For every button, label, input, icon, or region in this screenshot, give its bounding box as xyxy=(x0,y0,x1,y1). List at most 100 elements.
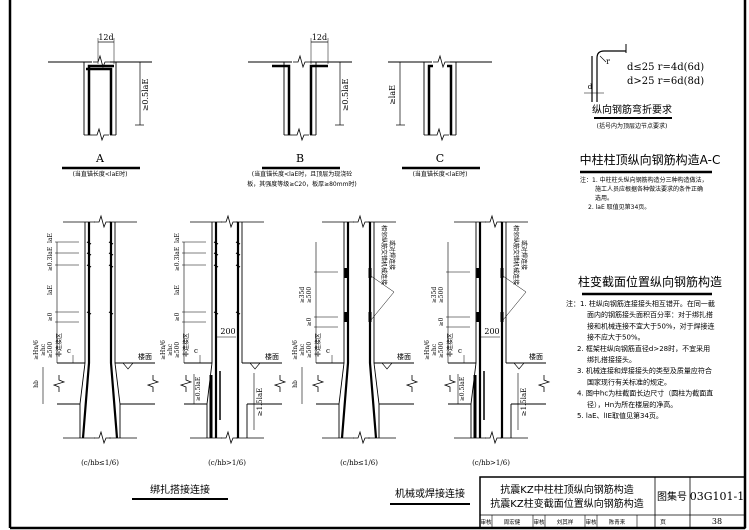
dimension-label: ≥hc xyxy=(431,343,438,356)
section-title-bottom: 柱变截面位置纵向钢筋构造 xyxy=(578,274,722,289)
lap-mark xyxy=(213,264,219,268)
break-line xyxy=(94,430,111,445)
dimension-label: hb xyxy=(292,380,299,388)
break-line xyxy=(221,430,238,445)
break-line xyxy=(293,54,310,69)
floor-label: 楼面 xyxy=(529,352,543,361)
caption: (c/hb≤1/6) xyxy=(81,459,119,467)
lap-mark xyxy=(213,311,219,315)
rebar xyxy=(86,67,113,135)
rebar xyxy=(340,222,350,439)
group-title-lap: 绑扎搭接连接 xyxy=(150,483,210,496)
dimension-label: ≥Hn/6 xyxy=(160,340,167,360)
floor-label: 楼面 xyxy=(138,352,152,361)
lap-mark xyxy=(213,241,219,245)
lap-mark xyxy=(108,311,114,315)
floor-label: 楼面 xyxy=(397,352,411,361)
rebar xyxy=(109,222,119,439)
dimension-label: ≥500 xyxy=(306,287,313,304)
break-line xyxy=(432,127,449,142)
note-line: 绑扎搭接接头。 xyxy=(587,355,636,364)
non-connection-zone-label: 非连接区 xyxy=(182,333,190,357)
note-line: 2. laE 取值见第34页。 xyxy=(588,203,650,211)
dimension-label: ≥0.3laE xyxy=(47,247,54,271)
dimension-label: ≥500 xyxy=(438,342,445,359)
break-line xyxy=(292,127,309,142)
break-line xyxy=(92,127,109,142)
non-connection-zone-label: 非连接区 xyxy=(314,333,322,357)
break-line xyxy=(52,375,66,392)
note-line: 2. 框架柱纵向钢筋直径d>28时，不宜采用 xyxy=(577,344,710,353)
note-line: 面内的钢筋接头面积百分率：对于绑扎搭 xyxy=(587,310,713,319)
column-edge xyxy=(338,362,345,405)
column-edge xyxy=(114,362,121,405)
bend-subtitle: (括号内为顶层边节点要求) xyxy=(597,122,668,130)
break-line xyxy=(311,375,325,392)
dimension-label: ≥0.3laE xyxy=(174,247,181,271)
dimension-12d: 12d xyxy=(312,33,327,42)
coupler-note: 或对焊连接 xyxy=(520,240,528,270)
column-edge xyxy=(206,362,213,405)
floor-level-symbol xyxy=(122,362,134,370)
coupler-note: 或对焊连接 xyxy=(388,240,396,270)
break-line xyxy=(353,430,370,445)
dimension-label: ≥0.5laE xyxy=(195,377,202,401)
break-line xyxy=(485,214,502,229)
detail-label-A: A xyxy=(95,152,105,165)
lap-mark xyxy=(86,264,92,268)
note-line: 国家现行有关标准的规定。 xyxy=(587,377,671,386)
note-line: 选用。 xyxy=(595,194,613,202)
rebar-bend xyxy=(596,50,626,102)
note-line: 接不应大于50%。 xyxy=(587,333,645,342)
break-line xyxy=(179,375,193,392)
bend-rule: d≤25 r=4d(6d) xyxy=(627,62,704,73)
rebar xyxy=(81,222,91,439)
atlas-label: 图集号 xyxy=(657,490,687,503)
leader-line xyxy=(502,275,527,321)
note-line: 注：1. 柱纵向钢筋连接接头相互错开。在同一截 xyxy=(566,299,715,308)
detail-note: (当直锚长度<laE时，且顶层为现浇砼 xyxy=(252,170,353,178)
rebar xyxy=(87,64,114,135)
coupler-note: 相邻纵筋交错机械连接 xyxy=(512,225,520,285)
note-line: 接和机械连接不宜大于50%，对于焊接连 xyxy=(587,321,715,330)
detail-note: (当直锚长度<laE时) xyxy=(413,170,468,178)
dimension-label: laE xyxy=(174,285,181,295)
column-edge xyxy=(470,362,477,405)
caption: (c/hb≤1/6) xyxy=(340,459,378,467)
caption: (c/hb>1/6) xyxy=(208,459,246,467)
break-line xyxy=(443,375,457,392)
signature-cell: 陈青来 xyxy=(609,518,626,526)
floor-level-symbol xyxy=(249,362,261,370)
lap-mark xyxy=(86,252,92,256)
lap-mark xyxy=(235,241,241,245)
dimension-label: ≥500 xyxy=(438,287,445,304)
dimension-label: ≥0 xyxy=(306,317,313,326)
floor-level-symbol xyxy=(381,362,393,370)
dimension-label: ≥1.5laE xyxy=(520,388,528,417)
break-line xyxy=(485,430,502,445)
rebar xyxy=(309,64,328,135)
c-label: c xyxy=(194,347,198,355)
column-edge xyxy=(373,362,380,405)
signature-cell: 审核 xyxy=(533,518,545,526)
break-line xyxy=(93,54,110,69)
rebar xyxy=(447,64,453,135)
dimension-label: laE xyxy=(47,285,54,295)
drawing-title: 抗震KZ中柱柱顶纵向钢筋构造 xyxy=(500,483,633,496)
dimension-label: hb xyxy=(33,380,40,388)
lap-mark xyxy=(108,241,114,245)
note-line: 5. laE、lIE取值见第34页。 xyxy=(577,411,663,420)
break-line xyxy=(146,375,160,392)
dimension-label: ≥35d xyxy=(431,287,438,304)
bend-rule: d>25 r=6d(8d) xyxy=(627,76,704,87)
lap-mark xyxy=(235,252,241,256)
dimension-vertical: ≥0.5laE xyxy=(141,79,150,112)
note-line: 施工人员应根据各种做法要求的条件正确 xyxy=(595,185,703,193)
group-title-mech: 机械或焊接连接 xyxy=(395,487,465,500)
c-label: c xyxy=(67,347,71,355)
lap-mark xyxy=(108,264,114,268)
detail-note: 板，其强度等级≥C20，板厚≥80mm时) xyxy=(247,180,357,188)
break-line xyxy=(353,214,370,229)
note-line: 4. 图中hc为柱截面长边尺寸（圆柱为截面直 xyxy=(577,389,713,398)
